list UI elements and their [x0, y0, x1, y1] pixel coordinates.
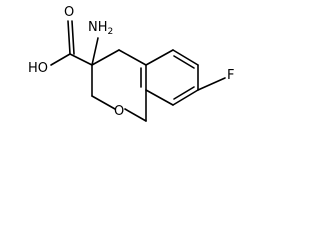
ring-oxygen-label: O — [114, 104, 124, 119]
fluorine-label: F — [227, 68, 234, 83]
amine-label-subscript: 2 — [108, 27, 114, 37]
bond-carbonyl-double-1 — [67, 20, 71, 55]
bond-aromatic-inner-2 — [173, 86, 195, 100]
carbonyl-oxygen-label: O — [64, 5, 74, 20]
bond-aromatic-6 — [172, 49, 199, 66]
bond-aromatic-inner-3 — [173, 55, 195, 69]
bond-quaternary-carbon-to-ring — [91, 49, 120, 66]
amine-label: NH2 — [88, 20, 113, 37]
bond-carboxyl-to-hydroxyl — [50, 53, 71, 66]
bond-ring-to-fluorine — [197, 77, 226, 91]
amine-label-main: NH — [88, 20, 108, 35]
bond-ring-oxygen-to-benzylic-ch2 — [124, 108, 147, 122]
chemical-structure-diagram: O HO NH2 O F — [28, 5, 234, 122]
bond-aromatic-1 — [118, 49, 147, 66]
bond-ch2-to-ring-oxygen — [91, 95, 116, 110]
bond-aromatic-3 — [145, 89, 174, 106]
bond-quaternary-carbon-to-amine — [91, 37, 99, 66]
hydroxyl-label: HO — [28, 61, 48, 76]
bond-aromatic-7 — [145, 49, 174, 66]
bond-carbonyl-double-2 — [71, 20, 75, 55]
bond-quaternary-carbon-to-carboxyl — [69, 53, 93, 66]
bond-aromatic-4 — [172, 89, 199, 106]
